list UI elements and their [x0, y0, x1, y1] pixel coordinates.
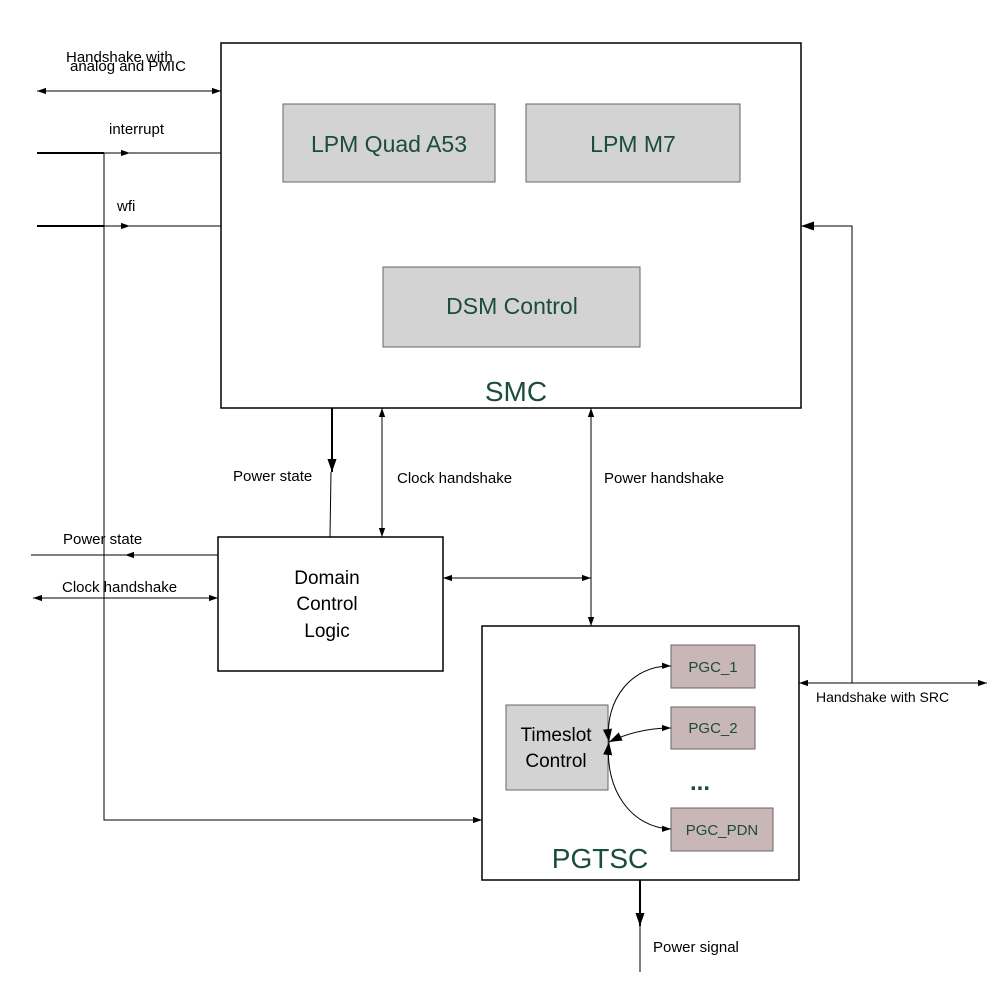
dsm-control-block: [382, 266, 641, 348]
dcl-label-line3: Logic: [304, 621, 349, 642]
lpm-quad-a53-block: [282, 103, 496, 183]
timeslot-pgc-pdn-arrow: [603, 741, 672, 832]
analog-pmic-handshake-label-2: analog and PMIC: [70, 58, 186, 75]
timeslot-label-line1: Timeslot: [520, 725, 592, 746]
src-handshake-label: Handshake with SRC: [816, 689, 949, 705]
pgc-pdn-label: PGC_PDN: [686, 822, 759, 839]
smc-block: [220, 42, 802, 409]
pgtsc-title: PGTSC: [552, 843, 648, 874]
pgc-1-block: [670, 644, 756, 689]
timeslot-label-line2: Control: [525, 751, 586, 772]
pgc-pdn-block: [670, 807, 774, 852]
interrupt-to-pgtsc-line: [103, 153, 482, 824]
pgc-2-block: [670, 706, 756, 750]
dcl-label-line2: Control: [296, 594, 357, 615]
pgc-ellipsis: ...: [690, 769, 710, 796]
pgc-1-label: PGC_1: [688, 659, 737, 676]
lpm-m7-label: LPM M7: [590, 131, 676, 157]
timeslot-pgc1-arrow: [602, 662, 672, 743]
power-signal-label: Power signal: [653, 939, 739, 956]
smc-power-state-line: [329, 471, 332, 538]
timeslot-control-block: [505, 704, 609, 791]
interrupt-label: interrupt: [109, 121, 165, 138]
left-clock-handshake-label: Clock handshake: [62, 579, 177, 596]
mid-clock-handshake-label: Clock handshake: [397, 470, 512, 487]
dsm-control-label: DSM Control: [446, 293, 578, 319]
src-to-smc-line: [801, 221, 853, 683]
mid-power-state-label: Power state: [233, 468, 312, 485]
domain-control-logic-block: [217, 536, 444, 672]
wfi-label: wfi: [116, 198, 135, 215]
analog-pmic-handshake-label-1: Handshake with: [66, 49, 173, 66]
dcl-label-line1: Domain: [294, 568, 359, 589]
lpm-quad-a53-label: LPM Quad A53: [311, 131, 467, 157]
pgc-2-label: PGC_2: [688, 720, 737, 737]
left-power-state-label: Power state: [63, 531, 142, 548]
timeslot-pgc2-arrow: [608, 724, 672, 743]
mid-power-handshake-label: Power handshake: [604, 470, 724, 487]
lpm-m7-block: [525, 103, 741, 183]
smc-title: SMC: [485, 376, 547, 407]
